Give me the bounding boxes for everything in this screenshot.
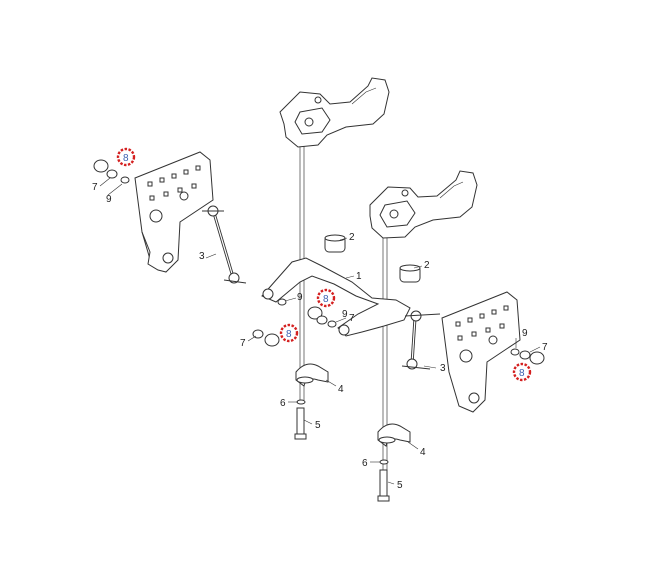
callout-6-right: 6 <box>362 458 368 469</box>
bolt-right <box>377 469 390 502</box>
frame-plate-left <box>134 151 214 273</box>
bolt-left <box>294 407 307 440</box>
upper-bracket-right <box>369 170 478 239</box>
nut-7-center <box>316 315 328 325</box>
callout-9-upper-left: 9 <box>106 194 112 205</box>
bushing-right <box>399 264 421 283</box>
nut-7-right <box>519 350 531 360</box>
washer-9-center <box>327 320 337 328</box>
callout-5-left: 5 <box>315 420 321 431</box>
highlight-ring-8-center-left <box>279 323 299 343</box>
bushing-left <box>324 234 346 253</box>
callout-7-center: 7 <box>349 313 355 324</box>
upper-bracket-left <box>279 77 390 148</box>
callout-7-center-left: 7 <box>240 338 246 349</box>
clamp-right <box>377 423 411 447</box>
clamp-left <box>295 363 329 387</box>
callout-9-center: 9 <box>342 309 348 320</box>
callout-8-center: 8 <box>323 294 329 305</box>
callout-8-right: 8 <box>519 368 525 379</box>
callout-8-upper-left: 8 <box>123 153 129 164</box>
callout-3-right: 3 <box>440 363 446 374</box>
callout-5-right: 5 <box>397 480 403 491</box>
washer-9-center-left <box>277 298 287 306</box>
stabilizer-bar <box>261 257 411 337</box>
callout-8-center-left: 8 <box>286 329 292 340</box>
washer-9-right <box>510 348 520 356</box>
callout-4-right: 4 <box>420 447 426 458</box>
bushing-8-upper-left <box>93 159 109 173</box>
callout-9-center-left: 9 <box>297 292 303 303</box>
frame-plate-right <box>441 291 521 413</box>
callout-4-left: 4 <box>338 384 344 395</box>
drop-link-right <box>401 310 441 370</box>
highlight-ring-8-right <box>512 362 532 382</box>
highlight-ring-8-upper-left <box>116 147 136 167</box>
callout-3-left: 3 <box>199 251 205 262</box>
bushing-8-center <box>307 306 323 320</box>
nut-7-upper-left <box>106 169 118 179</box>
callout-2-right: 2 <box>424 260 430 271</box>
highlight-ring-8-center <box>316 288 336 308</box>
washer-right <box>379 459 389 465</box>
callout-1: 1 <box>356 271 362 282</box>
callout-9-right: 9 <box>522 328 528 339</box>
callout-highlights <box>116 147 532 382</box>
bushing-8-right <box>529 351 545 365</box>
callout-7-upper-left: 7 <box>92 182 98 193</box>
callout-6-left: 6 <box>280 398 286 409</box>
bushing-8-center-left <box>264 333 280 347</box>
washer-9-upper-left <box>120 176 130 184</box>
callout-labels: 1 2 2 3 3 4 4 5 5 6 6 7 7 7 7 9 9 9 9 8 … <box>92 153 548 491</box>
washer-left <box>296 399 306 405</box>
callout-7-right: 7 <box>542 342 548 353</box>
leader-lines <box>99 177 541 485</box>
drop-link-left <box>202 205 247 284</box>
callout-2-left: 2 <box>349 232 355 243</box>
